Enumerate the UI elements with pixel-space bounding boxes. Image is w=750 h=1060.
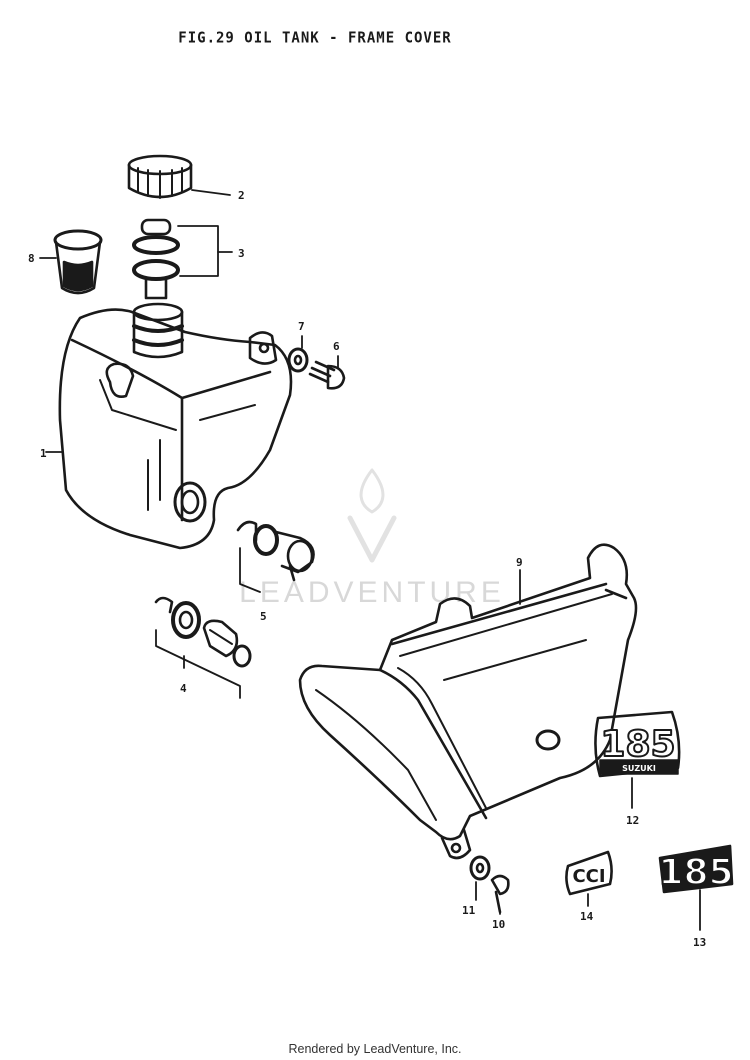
footer-credit: Rendered by LeadVenture, Inc.	[288, 1042, 462, 1056]
emblem-cci-text: CCI	[572, 866, 605, 887]
callout-13: 13	[693, 936, 706, 949]
frame-cover	[298, 543, 638, 860]
bolt-6	[308, 360, 346, 390]
callout-14: 14	[580, 910, 594, 923]
callout-9: 9	[516, 556, 523, 569]
emblem-185-text: 185	[658, 852, 733, 893]
callout-8: 8	[28, 252, 35, 265]
oil-strainer	[53, 229, 103, 295]
callout-3: 3	[238, 247, 245, 260]
badge-185-subtext: SUZUKI	[622, 764, 656, 773]
callout-10: 10	[492, 918, 505, 931]
oil-outlet-fitting	[236, 520, 315, 582]
callout-11: 11	[462, 904, 476, 917]
emblem-cci-14: CCI	[565, 850, 613, 896]
callout-1: 1	[40, 447, 47, 460]
watermark-text: LEADVENTURE	[239, 576, 505, 609]
figure-title: FIG.29 OIL TANK - FRAME COVER	[178, 29, 452, 47]
leader-lines	[39, 189, 701, 931]
badge-185-12: 185 SUZUKI	[594, 710, 681, 778]
callout-6: 6	[333, 340, 340, 353]
callout-5: 5	[260, 610, 267, 623]
oil-tank	[58, 302, 293, 550]
callout-7: 7	[298, 320, 305, 333]
watermark-logo: LEADVENTURE	[239, 468, 505, 609]
screw-10	[490, 874, 510, 914]
union-set-4	[154, 596, 252, 668]
washer-7	[287, 347, 309, 373]
callout-12: 12	[626, 814, 639, 827]
callout-4: 4	[180, 682, 187, 695]
emblem-185-13: 185	[657, 844, 735, 894]
callout-labels: 1 2 3 4 5 6 7 8 9 10 11 12 13 14	[28, 189, 706, 949]
badge-185-text: 185	[600, 724, 675, 765]
filler-cap	[127, 154, 193, 199]
washer-11	[469, 855, 491, 881]
cap-seal-set	[132, 218, 180, 300]
callout-2: 2	[238, 189, 245, 202]
